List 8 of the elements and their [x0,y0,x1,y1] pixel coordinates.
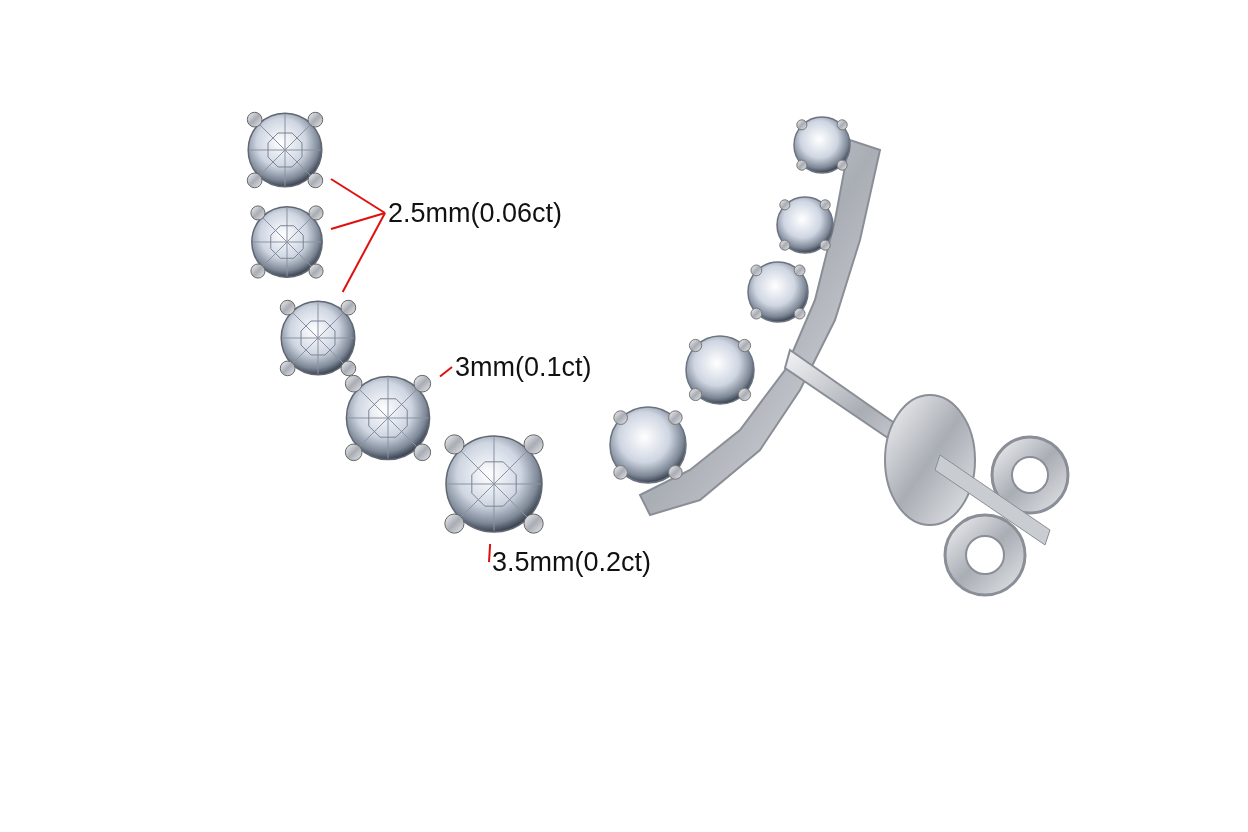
leader-line [341,212,386,293]
leader-line [488,543,492,563]
dimension-label: 3.5mm(0.2ct) [492,546,652,578]
leader-line [330,178,386,214]
dimension-label: 3mm(0.1ct) [455,351,592,383]
leader-line [439,366,453,378]
leader-line [330,212,386,230]
dimension-label: 2.5mm(0.06ct) [388,197,563,229]
